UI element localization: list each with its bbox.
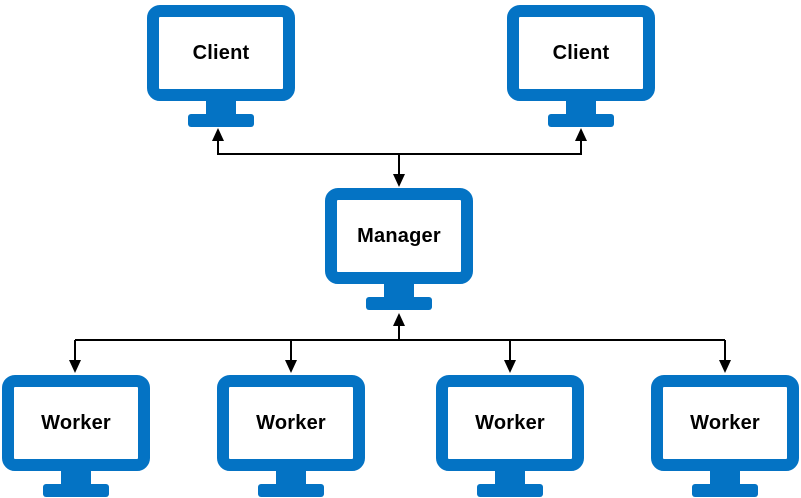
arrowhead-to-client-1: [212, 128, 224, 141]
node-client-2: Client: [507, 5, 655, 127]
arrowhead-to-manager-top: [393, 174, 405, 187]
monitor-icon: Worker: [651, 375, 799, 471]
edge-manager-workers: [69, 313, 731, 373]
monitor-icon: Manager: [325, 188, 473, 284]
monitor-stand-base: [366, 297, 432, 310]
node-worker-1: Worker: [2, 375, 150, 497]
arrowhead-to-worker-4: [719, 360, 731, 373]
monitor-stand-base: [188, 114, 254, 127]
monitor-icon: Worker: [217, 375, 365, 471]
node-label: Worker: [256, 411, 326, 434]
monitor-stand-neck: [566, 101, 596, 114]
node-worker-2: Worker: [217, 375, 365, 497]
monitor-icon: Client: [507, 5, 655, 101]
monitor-icon: Client: [147, 5, 295, 101]
monitor-stand-base: [548, 114, 614, 127]
node-worker-3: Worker: [436, 375, 584, 497]
node-label: Client: [552, 41, 610, 64]
arrowhead-to-client-2: [575, 128, 587, 141]
arrowhead-to-worker-2: [285, 360, 297, 373]
node-client-1: Client: [147, 5, 295, 127]
monitor-stand-base: [43, 484, 109, 497]
node-label: Worker: [41, 411, 111, 434]
node-label: Manager: [357, 224, 441, 247]
edge-clients-manager-line: [217, 140, 582, 155]
monitor-stand-base: [692, 484, 758, 497]
node-manager: Manager: [325, 188, 473, 310]
edge-clients-manager: [212, 128, 587, 187]
arrowhead-to-worker-3: [504, 360, 516, 373]
monitor-stand-neck: [206, 101, 236, 114]
arrowhead-to-worker-1: [69, 360, 81, 373]
node-label: Worker: [475, 411, 545, 434]
monitor-icon: Worker: [2, 375, 150, 471]
monitor-stand-neck: [61, 471, 91, 484]
monitor-stand-base: [477, 484, 543, 497]
monitor-stand-neck: [495, 471, 525, 484]
node-worker-4: Worker: [651, 375, 799, 497]
node-label: Worker: [690, 411, 760, 434]
node-label: Client: [192, 41, 250, 64]
monitor-icon: Worker: [436, 375, 584, 471]
arrowhead-to-manager-base: [393, 313, 405, 326]
monitor-stand-neck: [710, 471, 740, 484]
monitor-stand-base: [258, 484, 324, 497]
monitor-stand-neck: [384, 284, 414, 297]
monitor-stand-neck: [276, 471, 306, 484]
